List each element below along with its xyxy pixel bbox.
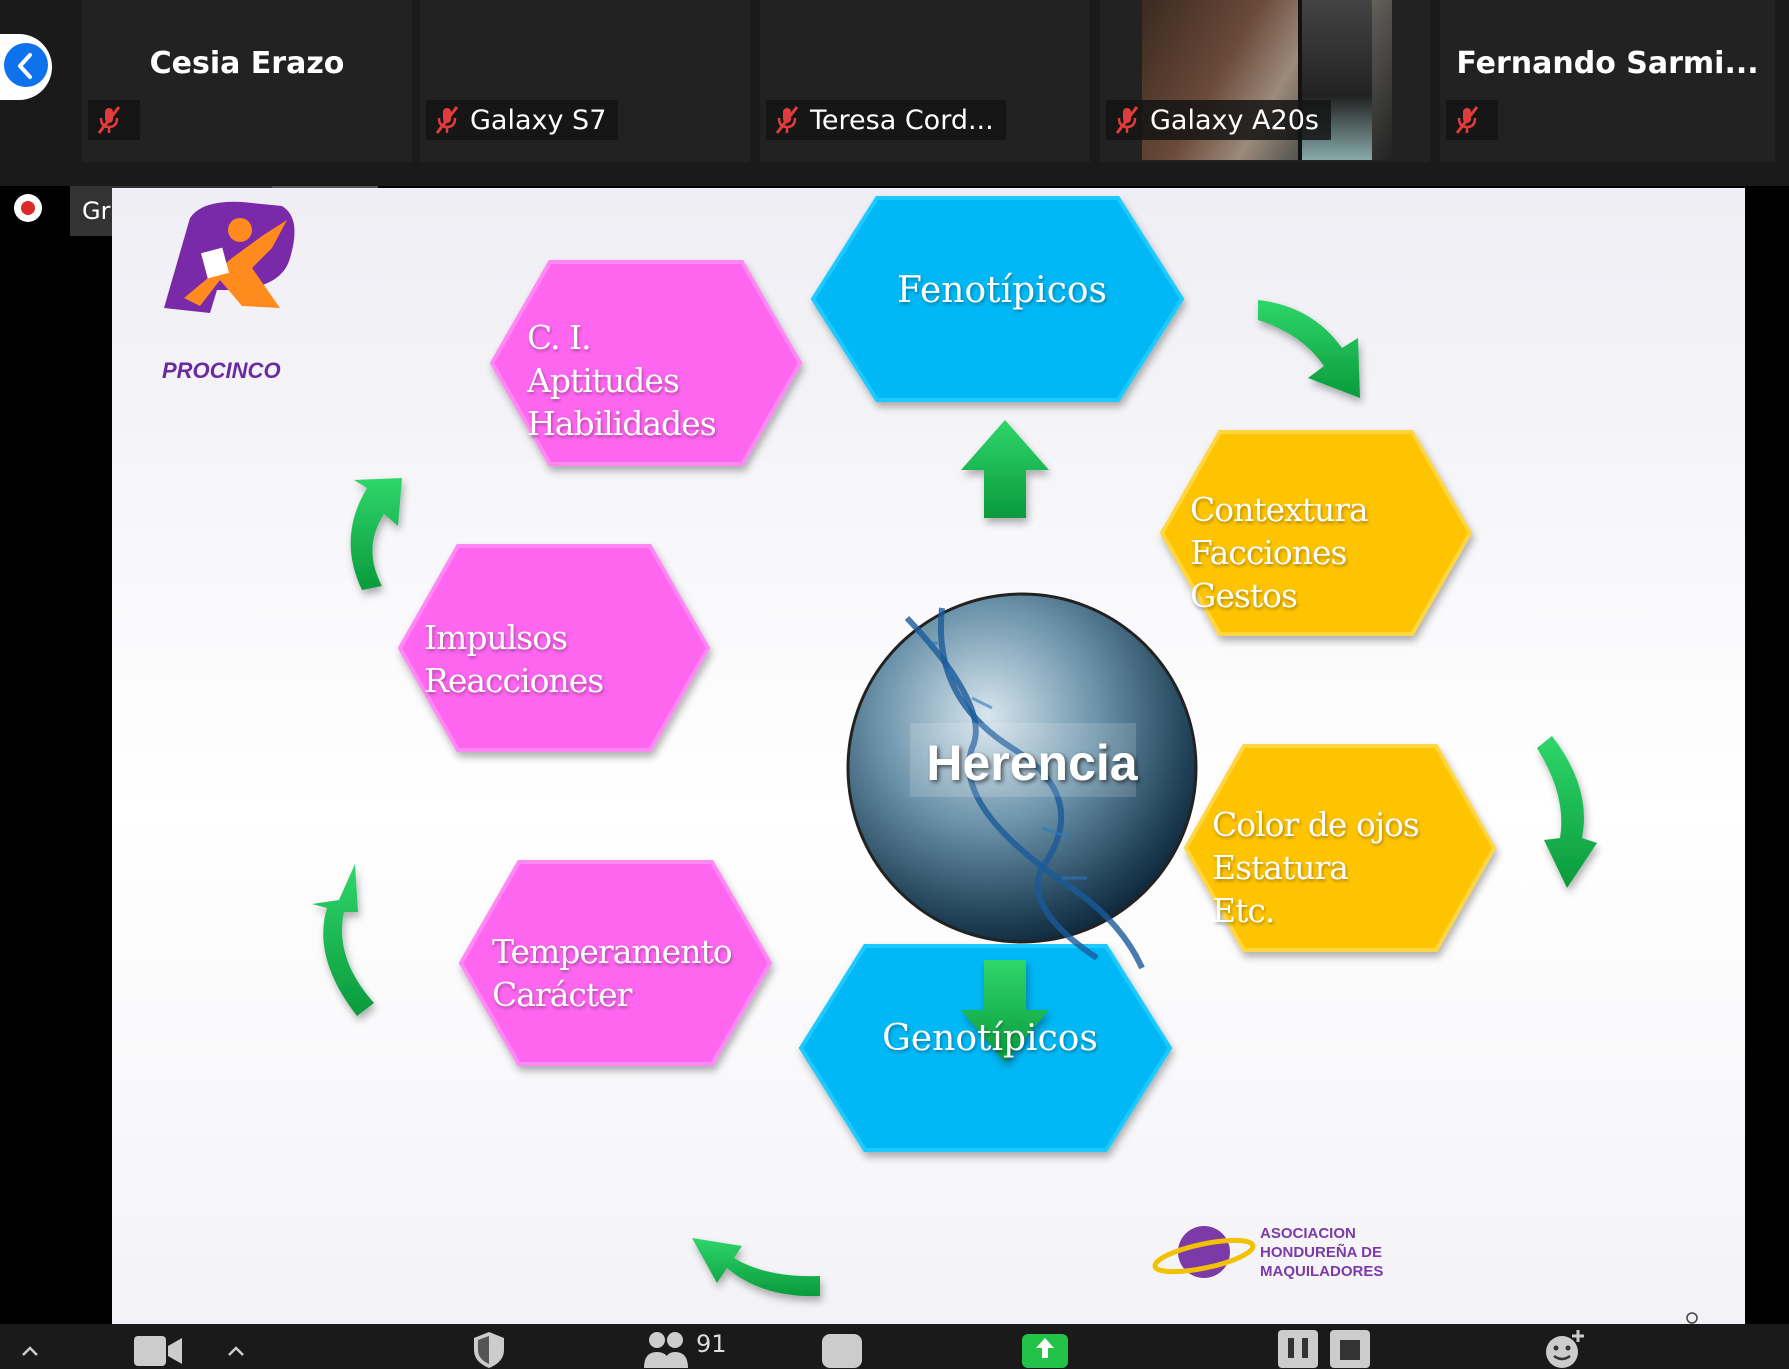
share-screen-icon[interactable] <box>1020 1328 1070 1368</box>
meeting-toolbar: 91 <box>0 1324 1789 1369</box>
participant-label <box>1446 100 1498 140</box>
participant-label: Galaxy A20s <box>1106 100 1331 140</box>
hexagon-color-de-ojos <box>1183 744 1497 952</box>
procinco-logo-text: PROCINCO <box>162 358 281 383</box>
participant-device-label: Teresa Cord... <box>810 104 994 136</box>
security-shield-icon[interactable] <box>470 1328 508 1368</box>
participant-tile[interactable]: Galaxy S7 <box>420 0 750 162</box>
hexagon-label: Temperamento Carácter <box>492 932 733 1014</box>
chevron-up-icon[interactable] <box>20 1344 40 1358</box>
arrow-up-icon <box>961 420 1049 518</box>
herencia-sphere <box>846 592 1198 970</box>
reactions-icon[interactable] <box>1542 1328 1586 1368</box>
hexagon-label: C. I. Aptitudes Habilidades <box>527 318 717 443</box>
participant-device-label: Galaxy S7 <box>470 104 607 136</box>
hexagon-label: Contextura Facciones Gestos <box>1190 490 1369 615</box>
hexagon-impulsos <box>397 544 711 752</box>
ahm-logo <box>1152 1226 1256 1278</box>
slide-diagram <box>164 196 1698 1324</box>
muted-mic-icon <box>1455 106 1479 134</box>
ahm-logo-text: ASOCIACION HONDUREÑA DE MAQUILADORES <box>1260 1225 1384 1280</box>
participants-icon[interactable] <box>642 1328 690 1368</box>
arrow-down-icon <box>961 960 1049 1062</box>
video-camera-icon[interactable] <box>132 1328 184 1368</box>
curved-arrow-icon <box>350 478 402 590</box>
recording-indicator-icon <box>14 194 42 222</box>
collapse-strip-button[interactable] <box>0 34 52 100</box>
recording-controls-icon[interactable] <box>1276 1328 1372 1368</box>
hexagon-label: Color de ojos Estatura Etc. <box>1212 805 1420 930</box>
participant-label: Teresa Cord... <box>766 100 1006 140</box>
participant-tile[interactable]: Cesia Erazo <box>82 0 412 162</box>
muted-mic-icon <box>435 106 459 134</box>
participant-label: Galaxy S7 <box>426 100 619 140</box>
hexagon-genotipicos <box>798 944 1173 1152</box>
hexagon-label: Genotípicos <box>882 1018 1098 1059</box>
curved-arrow-icon <box>312 864 374 1016</box>
muted-mic-icon <box>97 106 121 134</box>
muted-mic-icon <box>775 106 799 134</box>
participant-name: Cesia Erazo <box>149 46 345 81</box>
curved-arrow-icon <box>1537 736 1597 888</box>
participant-tile[interactable]: Fernando Sarmi... <box>1440 0 1775 162</box>
participant-name: Fernando Sarmi... <box>1456 46 1759 81</box>
participant-tile[interactable]: Galaxy A20s <box>1100 0 1430 162</box>
hexagon-fenotipicos <box>810 196 1185 402</box>
hexagon-label: Impulsos Reacciones <box>424 618 604 700</box>
curved-arrow-icon <box>692 1238 820 1297</box>
procinco-logo <box>164 201 295 313</box>
participant-label <box>88 100 140 140</box>
curved-arrow-icon <box>1258 300 1360 398</box>
hexagon-temperamento <box>458 860 773 1066</box>
chevron-left-icon <box>18 53 32 79</box>
shared-screen-slide: Fenotípicos Genotípicos C. I. Aptitudes … <box>112 188 1745 1324</box>
chevron-up-icon[interactable] <box>226 1344 246 1358</box>
center-title: Herencia <box>926 735 1138 791</box>
participant-device-label: Galaxy A20s <box>1150 104 1319 136</box>
hexagon-contextura <box>1159 430 1473 636</box>
chat-icon[interactable] <box>820 1328 864 1368</box>
muted-mic-icon <box>1115 106 1139 134</box>
hexagon-label: Fenotípicos <box>896 270 1108 311</box>
participant-count: 91 <box>696 1330 727 1358</box>
participant-tile[interactable]: Teresa Cord... <box>760 0 1090 162</box>
hexagon-ci <box>489 260 803 466</box>
participant-strip: Cesia Erazo Galaxy S7 <box>0 0 1789 186</box>
